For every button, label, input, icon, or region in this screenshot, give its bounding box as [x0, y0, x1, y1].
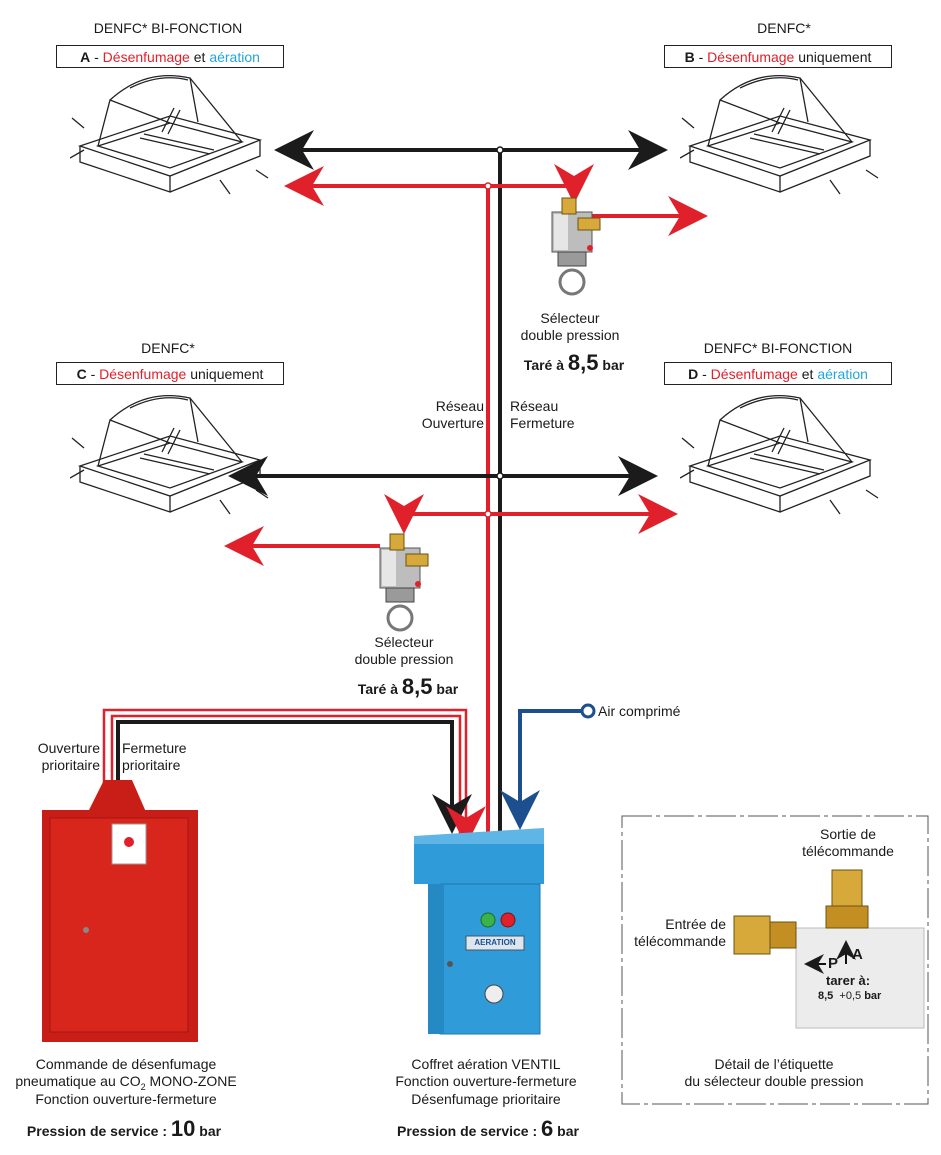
vent-b-illustration [680, 74, 879, 195]
selector-top-label-1: Sélecteur [540, 310, 600, 326]
output-label-2: télécommande [802, 843, 894, 859]
input-fitting [733, 915, 797, 955]
blue-box-pressure: Pression de service : 6 bar [397, 1116, 579, 1141]
red-box-caption-2: pneumatique au CO2 MONO-ZONE [15, 1073, 237, 1092]
priority-opening-label-1: Ouverture [37, 740, 100, 756]
opening-network-label-2: Ouverture [421, 415, 484, 431]
priority-closing-label-2: prioritaire [122, 757, 181, 773]
closing-network-label-2: Fermeture [510, 415, 575, 431]
selector-bottom-label-1: Sélecteur [374, 634, 434, 650]
selector-bottom-device [378, 532, 430, 632]
selector-bottom-tare: Taré à 8,5 bar [357, 674, 459, 699]
red-box-caption-3: Fonction ouverture-fermeture [35, 1091, 217, 1107]
detail-caption-1: Détail de l’étiquette [714, 1056, 834, 1072]
selector-top-device [550, 196, 602, 296]
blue-box-caption-2: Fonction ouverture-fermeture [395, 1073, 577, 1089]
red-box-caption-1: Commande de désenfumage [35, 1056, 217, 1072]
priority-opening-inner [110, 714, 462, 836]
priority-opening-label-2: prioritaire [41, 757, 100, 773]
air-inlet-icon [580, 703, 596, 719]
blue-box-caption-3: Désenfumage prioritaire [411, 1091, 561, 1107]
vent-b-function-box: B - Désenfumage uniquement [664, 45, 892, 68]
vent-c-function-box: C - Désenfumage uniquement [56, 362, 284, 385]
opening-to-selector-bottom [384, 494, 488, 534]
vent-a-letter: A [80, 49, 91, 65]
detail-label-plate [795, 927, 925, 1029]
plate-p-label: P [828, 955, 839, 972]
opening-network-label-1: Réseau [435, 398, 484, 414]
output-label-1: Sortie de [819, 826, 877, 842]
selector-top-tare: Taré à 8,5 bar [523, 350, 625, 375]
plate-tare-label: tarer à: [826, 973, 871, 988]
vent-a-function-box: A - Désenfumage et aération [56, 45, 284, 68]
vent-a-illustration [70, 74, 269, 195]
compressed-air-label: Air comprimé [598, 703, 681, 719]
priority-opening-outer [102, 708, 468, 836]
output-fitting [825, 869, 869, 929]
vent-d-illustration [680, 394, 879, 515]
vent-a-smoke: Désenfumage [102, 49, 190, 65]
vent-c-illustration [70, 394, 269, 515]
closing-network-label-1: Réseau [510, 398, 559, 414]
red-box-pressure: Pression de service : 10 bar [26, 1116, 222, 1141]
vent-a-aeration: aération [209, 49, 260, 65]
plate-a-label: A [852, 946, 863, 963]
selector-top-label-2: double pression [520, 327, 620, 343]
air-supply-line [500, 709, 586, 830]
vent-a-title: DENFC* BI-FONCTION [93, 20, 243, 36]
input-label-1: Entrée de [665, 916, 726, 932]
vent-b-title: DENFC* [757, 20, 811, 36]
vent-c-title: DENFC* [141, 340, 195, 356]
aeration-badge: AERATION [474, 938, 516, 947]
ventil-aeration-cabinet [414, 828, 544, 1035]
vent-d-function-box: D - Désenfumage et aération [664, 362, 892, 385]
blue-box-caption-1: Coffret aération VENTIL [411, 1056, 561, 1072]
priority-closing-label-1: Fermeture [122, 740, 187, 756]
opening-to-selector-top [488, 164, 594, 204]
vent-d-title: DENFC* BI-FONCTION [703, 340, 853, 356]
co2-control-cabinet [42, 780, 198, 1042]
priority-closing-line [116, 720, 472, 834]
input-label-2: télécommande [634, 933, 726, 949]
selector-bottom-label-2: double pression [354, 651, 454, 667]
detail-caption-2: du sélecteur double pression [684, 1073, 864, 1089]
plate-tare-value: 8,5 +0,5 bar [818, 990, 882, 1002]
detail-frame [621, 815, 929, 1105]
